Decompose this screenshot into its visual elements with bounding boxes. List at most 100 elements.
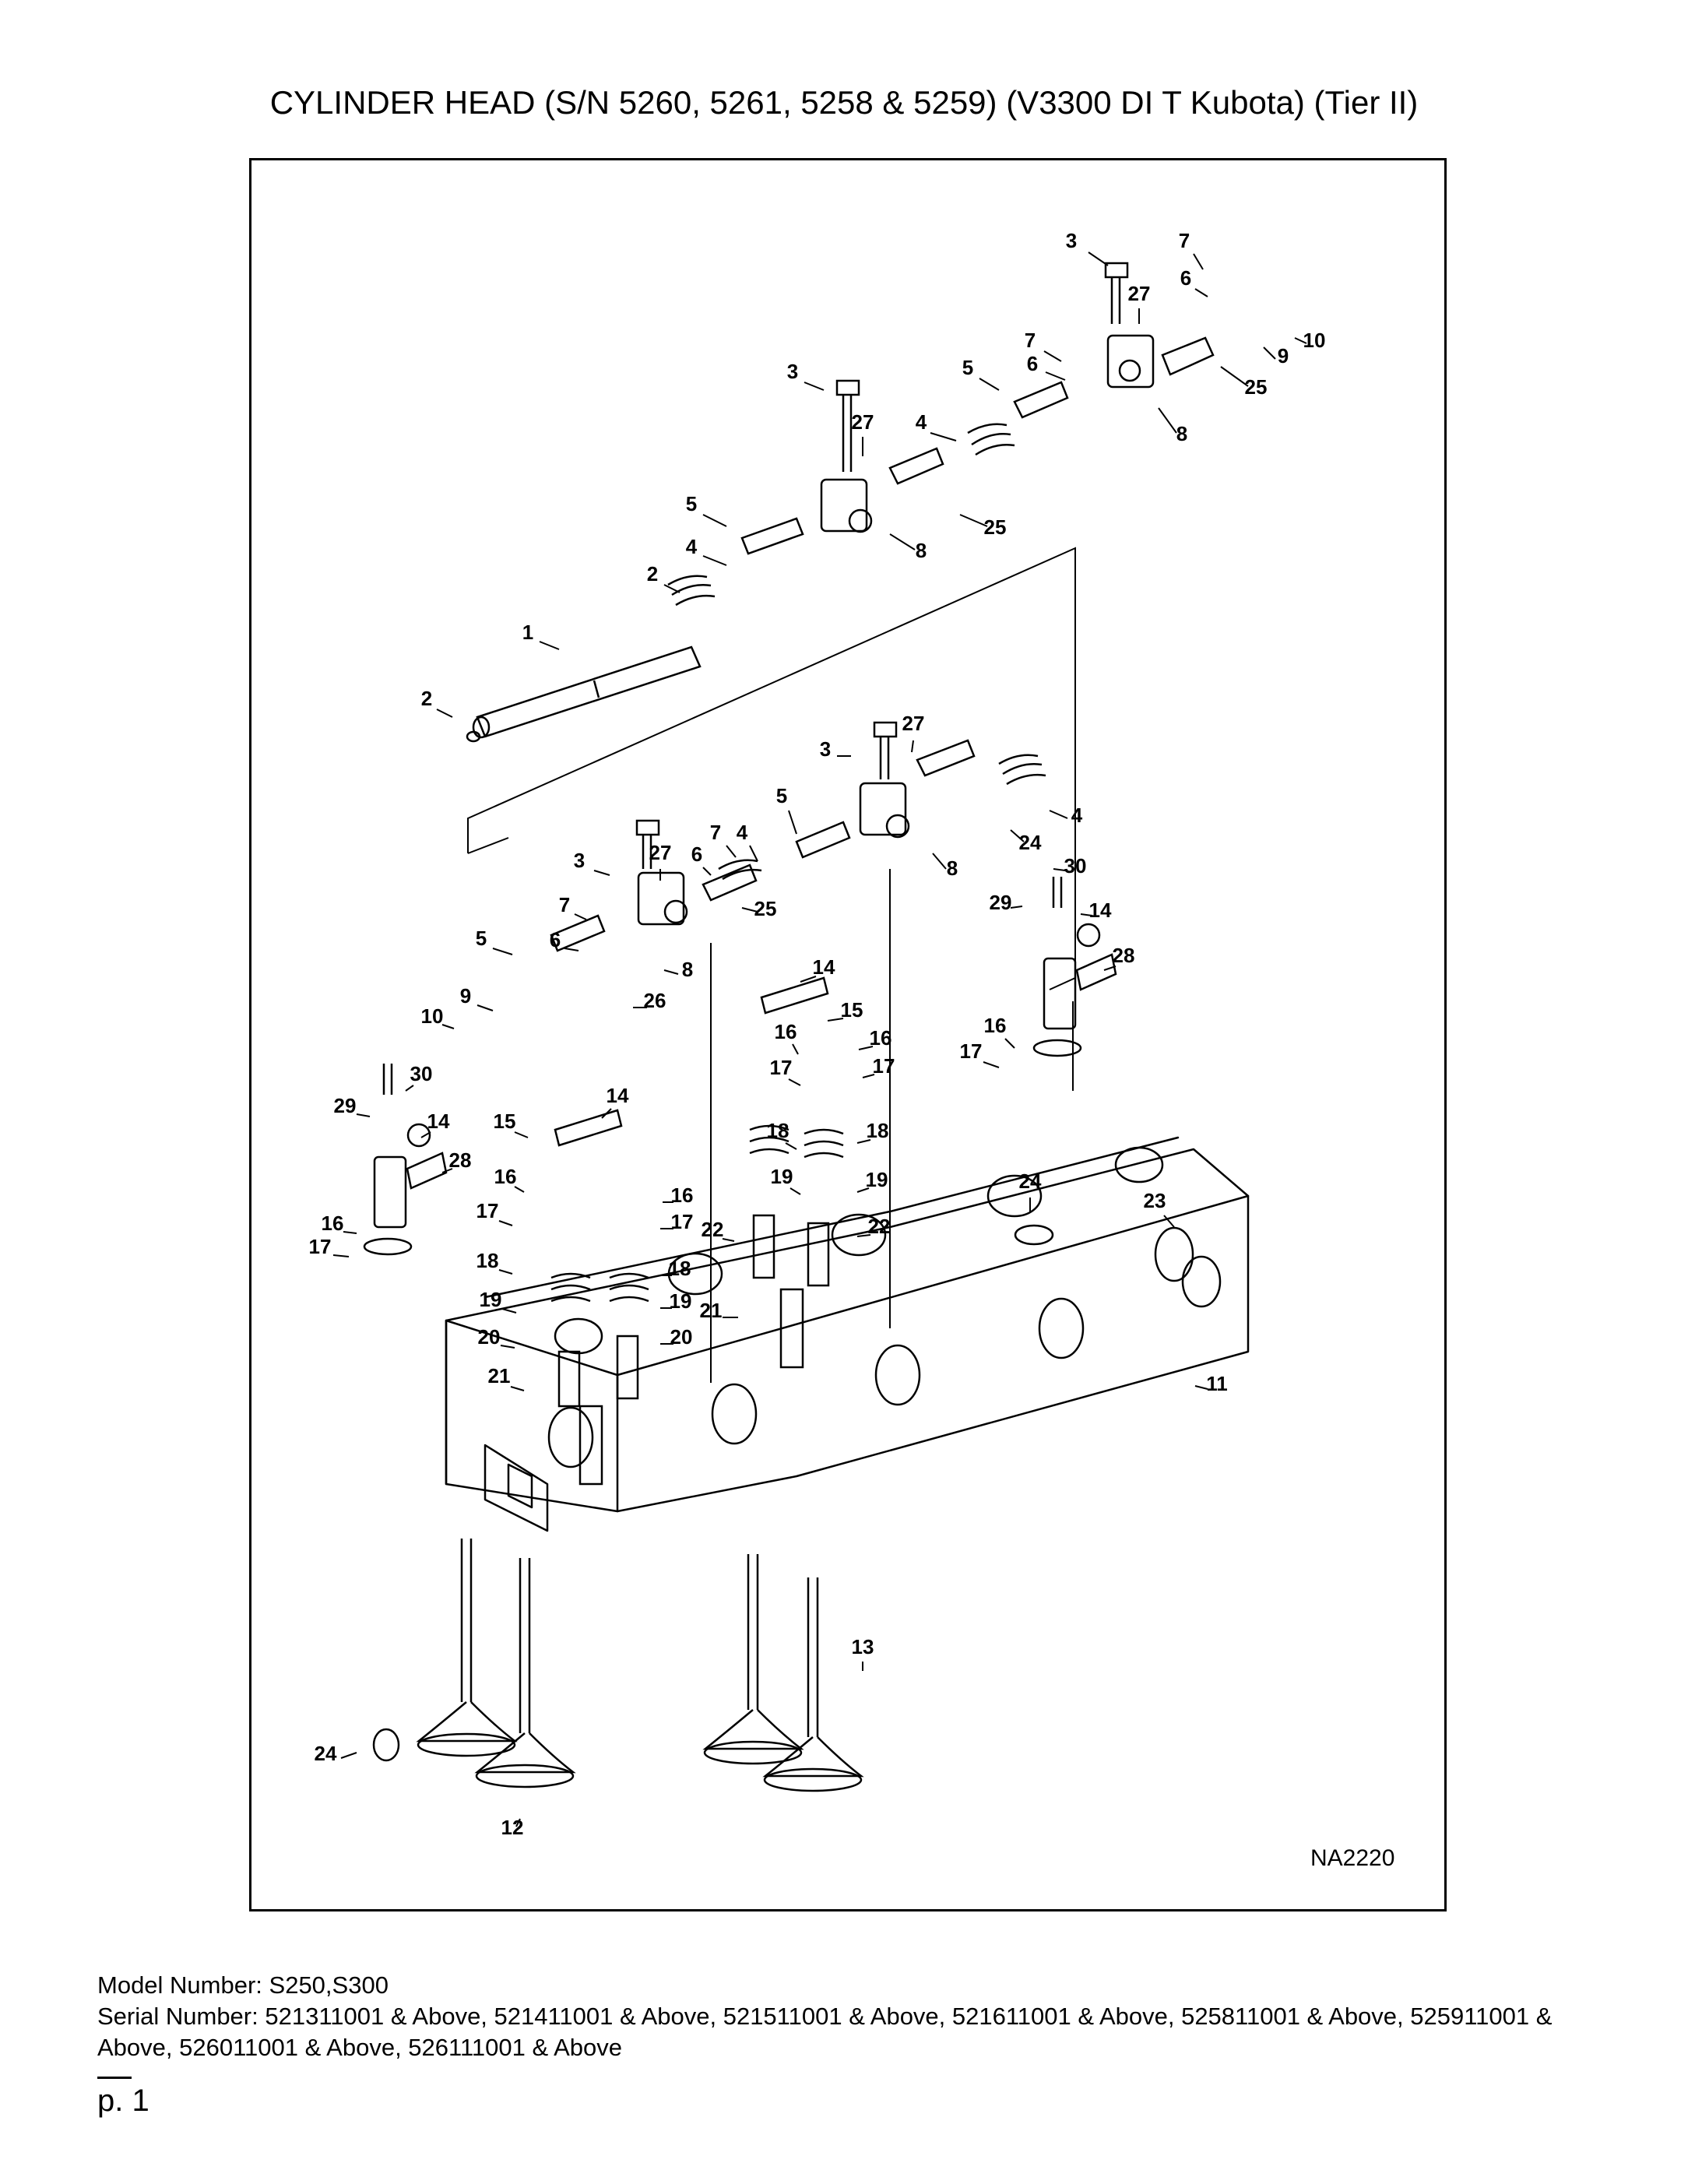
callout-18: 18 bbox=[477, 1249, 513, 1275]
callout-leader-line bbox=[788, 810, 797, 835]
callout-19: 19 bbox=[856, 1168, 888, 1193]
callout-leader-line bbox=[983, 1061, 1000, 1068]
callout-17: 17 bbox=[309, 1235, 350, 1258]
callout-5: 5 bbox=[776, 784, 797, 835]
callout-number: 28 bbox=[449, 1148, 472, 1172]
callout-16: 16 bbox=[494, 1165, 525, 1193]
callout-number: 25 bbox=[1245, 375, 1268, 399]
callout-7: 7 bbox=[1025, 329, 1062, 362]
callout-number: 27 bbox=[852, 410, 874, 434]
callout-number: 4 bbox=[916, 410, 927, 434]
callout-9: 9 bbox=[1263, 344, 1289, 368]
callout-leader-line bbox=[788, 1078, 801, 1086]
callout-17: 17 bbox=[960, 1039, 1000, 1068]
callout-17: 17 bbox=[660, 1210, 693, 1233]
valve-group bbox=[416, 1539, 864, 1792]
callout-number: 22 bbox=[868, 1215, 891, 1238]
page-title: CYLINDER HEAD (S/N 5260, 5261, 5258 & 52… bbox=[269, 84, 1419, 121]
callout-6: 6 bbox=[691, 842, 712, 876]
callout-number: 8 bbox=[682, 958, 693, 981]
callout-9: 9 bbox=[460, 984, 494, 1011]
callout-number: 7 bbox=[1025, 329, 1036, 352]
callout-leader-line bbox=[574, 913, 587, 920]
callout-20: 20 bbox=[478, 1325, 515, 1349]
callout-leader-line bbox=[722, 1238, 735, 1242]
callout-number: 17 bbox=[477, 1199, 499, 1222]
callout-14: 14 bbox=[420, 1110, 450, 1138]
callout-20: 20 bbox=[660, 1325, 692, 1349]
rocker-assemblies bbox=[363, 262, 1215, 1762]
callout-8: 8 bbox=[889, 533, 927, 562]
callout-leader-line bbox=[827, 1018, 844, 1022]
callout-number: 24 bbox=[315, 1742, 337, 1765]
callout-number: 7 bbox=[710, 821, 721, 844]
callout-leader-line bbox=[539, 641, 560, 650]
callout-27: 27 bbox=[902, 712, 925, 753]
callout-30: 30 bbox=[405, 1062, 432, 1092]
callout-number: 18 bbox=[767, 1119, 789, 1142]
callout-leader-line bbox=[1045, 371, 1066, 381]
rocker-shaft bbox=[466, 645, 702, 743]
callout-number: 13 bbox=[852, 1635, 874, 1658]
callout-number: 2 bbox=[647, 562, 658, 586]
callout-29: 29 bbox=[990, 891, 1023, 914]
callout-22: 22 bbox=[856, 1215, 891, 1238]
callout-17: 17 bbox=[477, 1199, 513, 1226]
callout-number: 24 bbox=[1019, 831, 1042, 854]
callout-number: 16 bbox=[775, 1020, 797, 1043]
callout-number: 12 bbox=[501, 1816, 524, 1839]
footer-info: Model Number: S250,S300 Serial Number: 5… bbox=[97, 1970, 1600, 2063]
callout-24: 24 bbox=[315, 1742, 357, 1765]
callout-2: 2 bbox=[647, 562, 680, 593]
callout-number: 16 bbox=[870, 1026, 892, 1050]
callout-leader-line bbox=[1158, 407, 1177, 434]
callout-number: 10 bbox=[421, 1004, 444, 1028]
callout-leader-line bbox=[514, 1131, 529, 1138]
callout-number: 3 bbox=[574, 849, 585, 872]
callout-number: 21 bbox=[700, 1299, 723, 1322]
callout-16: 16 bbox=[322, 1212, 357, 1235]
callout-3: 3 bbox=[820, 737, 851, 761]
callout-number: 2 bbox=[421, 687, 432, 710]
callout-leader-line bbox=[858, 1046, 874, 1050]
callout-leader-line bbox=[663, 584, 680, 593]
callout-number: 5 bbox=[776, 784, 787, 807]
callout-leader-line bbox=[420, 1131, 431, 1138]
callout-10: 10 bbox=[1294, 329, 1325, 352]
callout-leader-line bbox=[498, 1220, 513, 1226]
callout-16: 16 bbox=[858, 1026, 892, 1050]
callout-number: 7 bbox=[559, 893, 570, 916]
callout-number: 27 bbox=[902, 712, 925, 735]
callout-5: 5 bbox=[962, 356, 1000, 391]
callout-7: 7 bbox=[710, 821, 737, 858]
callout-18: 18 bbox=[767, 1119, 797, 1150]
callout-number: 4 bbox=[686, 535, 698, 558]
callout-leader-line bbox=[1163, 1215, 1175, 1228]
callout-number: 11 bbox=[1206, 1372, 1228, 1395]
callout-30: 30 bbox=[1053, 854, 1086, 877]
callout-14: 14 bbox=[800, 955, 835, 983]
serial-number-line: Serial Number: 521311001 & Above, 521411… bbox=[97, 2003, 1553, 2061]
callout-leader-line bbox=[932, 853, 947, 870]
callout-number: 6 bbox=[550, 928, 561, 951]
callout-leader-line bbox=[1220, 366, 1249, 387]
callout-number: 16 bbox=[494, 1165, 517, 1188]
callout-number: 17 bbox=[873, 1054, 895, 1078]
callout-28: 28 bbox=[441, 1148, 472, 1173]
callout-leader-line bbox=[856, 1234, 871, 1237]
callout-leader-line bbox=[343, 1231, 357, 1234]
callout-leader-line bbox=[856, 1187, 870, 1193]
page-number-rule bbox=[97, 2077, 132, 2079]
callout-8: 8 bbox=[663, 958, 693, 981]
callout-6: 6 bbox=[1180, 266, 1208, 297]
callout-leader-line bbox=[441, 1168, 453, 1173]
callout-number: 3 bbox=[787, 360, 798, 383]
callout-number: 18 bbox=[669, 1257, 691, 1280]
callout-19: 19 bbox=[771, 1165, 801, 1195]
callout-leader-line bbox=[1088, 251, 1109, 266]
callout-leader-line bbox=[792, 1043, 799, 1055]
callout-leader-line bbox=[889, 533, 916, 550]
callout-number: 19 bbox=[771, 1165, 793, 1188]
callout-leader-line bbox=[1194, 288, 1208, 297]
callout-number: 5 bbox=[962, 356, 973, 379]
